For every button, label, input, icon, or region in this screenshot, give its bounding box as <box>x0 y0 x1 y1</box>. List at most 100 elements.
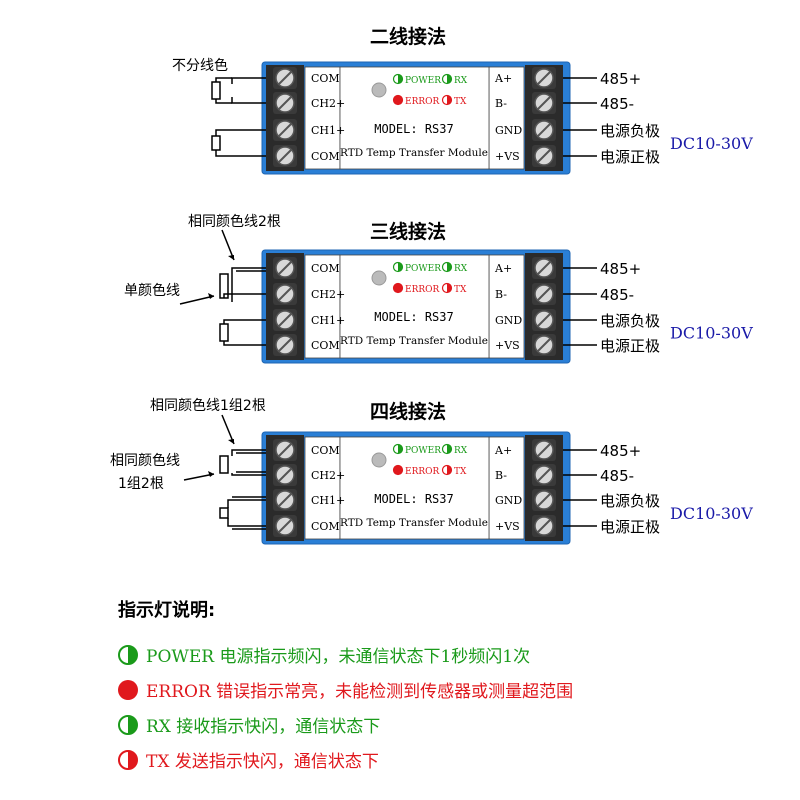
sensor-wire <box>231 471 266 476</box>
half-circle-red-icon <box>118 749 138 770</box>
error-led-icon <box>392 282 404 294</box>
module-name: RTD Temp Transfer Module <box>340 517 488 529</box>
left-terminal-label: COM <box>311 262 340 275</box>
led-label: ERROR <box>405 97 440 107</box>
wiring-note: 1组2根 <box>118 476 164 492</box>
right-terminal-label: A+ <box>494 72 512 85</box>
right-wire-label: 485+ <box>600 260 641 278</box>
error-led-icon <box>392 94 404 106</box>
screw-slot <box>278 519 292 533</box>
tx-led-icon-fill <box>447 283 452 293</box>
right-terminal-label: B- <box>495 97 507 110</box>
screw-slot <box>278 149 292 163</box>
left-terminal-label: COM <box>311 520 340 533</box>
left-label-panel <box>304 436 341 540</box>
status-lens <box>371 452 387 468</box>
right-terminal-label: +VS <box>495 150 520 163</box>
legend-title: 指示灯说明: <box>118 600 216 621</box>
status-lens <box>371 270 387 286</box>
sensor-wire <box>227 496 266 508</box>
screw-slot <box>537 149 551 163</box>
right-terminal-label: +VS <box>495 520 520 533</box>
screw-slot <box>537 313 551 327</box>
right-wire-label: 485- <box>600 467 634 485</box>
sensor-wire <box>223 293 266 298</box>
half-circle-green-icon <box>118 644 138 665</box>
rx-led-icon-fill <box>447 262 452 272</box>
tx-led-icon-fill <box>447 95 452 105</box>
left-terminal-label: COM <box>311 339 340 352</box>
legend-item-rx: RX 接收指示快闪，通信状态下 <box>118 712 380 737</box>
right-wire-label: 电源正极 <box>600 148 660 166</box>
screw-slot <box>537 96 551 110</box>
led-label: TX <box>454 467 467 477</box>
supply-voltage-label: DC10-30V <box>670 324 753 343</box>
module-model: MODEL: RS37 <box>374 492 453 506</box>
right-label-panel <box>488 436 525 540</box>
led-label: TX <box>454 285 467 295</box>
left-terminal-label: CH2+ <box>311 288 345 301</box>
screw-slot <box>278 123 292 137</box>
half-circle-green-icon <box>118 714 138 735</box>
module-name: RTD Temp Transfer Module <box>340 147 488 159</box>
sensor-wire <box>215 129 266 157</box>
right-terminal-label: B- <box>495 469 507 482</box>
right-wire-label: 485- <box>600 286 634 304</box>
screw-slot <box>537 261 551 275</box>
power-led-icon-fill <box>398 262 403 272</box>
tx-led-icon-fill <box>447 465 452 475</box>
right-terminal-label: GND <box>495 314 522 327</box>
right-terminal-label: +VS <box>495 339 520 352</box>
left-label-panel <box>304 66 341 170</box>
led-label: POWER <box>405 264 441 274</box>
right-terminal-label: B- <box>495 288 507 301</box>
left-terminal-label: COM <box>311 444 340 457</box>
screw-slot <box>278 71 292 85</box>
screw-slot <box>278 261 292 275</box>
note-arrow <box>221 414 235 445</box>
screw-slot <box>537 443 551 457</box>
right-wire-label: 485- <box>600 95 634 113</box>
module-model: MODEL: RS37 <box>374 310 453 324</box>
screw-slot <box>278 96 292 110</box>
power-led-icon-fill <box>398 74 403 84</box>
screw-slot <box>537 338 551 352</box>
screw-slot <box>278 338 292 352</box>
rtd-resistor <box>219 455 229 474</box>
rtd-resistor <box>219 507 229 519</box>
note-arrow <box>179 295 215 305</box>
arrow-head <box>208 471 214 477</box>
module-center-panel <box>339 66 490 170</box>
right-label-panel <box>488 254 525 359</box>
section-title: 二线接法 <box>370 25 446 48</box>
rtd-resistor <box>219 323 229 342</box>
right-wire-label: 485+ <box>600 442 641 460</box>
left-terminal-label: COM <box>311 150 340 163</box>
right-wire-label: 电源正极 <box>600 337 660 355</box>
rx-led-icon-fill <box>447 74 452 84</box>
right-terminal-label: GND <box>495 124 522 137</box>
led-label: ERROR <box>405 467 440 477</box>
right-wire-label: 电源负极 <box>600 492 660 510</box>
status-lens <box>371 82 387 98</box>
module-name: RTD Temp Transfer Module <box>340 335 488 347</box>
wiring-note: 相同颜色线1组2根 <box>150 397 266 414</box>
led-label: RX <box>454 446 468 456</box>
right-terminal-label: GND <box>495 494 522 507</box>
screw-slot <box>537 468 551 482</box>
section-title: 四线接法 <box>370 400 446 423</box>
right-terminal-label: A+ <box>494 444 512 457</box>
left-terminal-label: CH1+ <box>311 314 345 327</box>
sensor-wire <box>231 77 266 104</box>
screw-slot <box>278 443 292 457</box>
legend-item-text: POWER 电源指示频闪，未通信状态下1秒频闪1次 <box>146 647 531 667</box>
screw-slot <box>278 468 292 482</box>
sensor-wire <box>223 319 266 346</box>
sensor-wire <box>231 267 266 302</box>
led-label: POWER <box>405 76 441 86</box>
right-wire-label: 电源负极 <box>600 312 660 330</box>
legend-item-power: POWER 电源指示频闪，未通信状态下1秒频闪1次 <box>118 642 530 667</box>
led-label: TX <box>454 97 467 107</box>
